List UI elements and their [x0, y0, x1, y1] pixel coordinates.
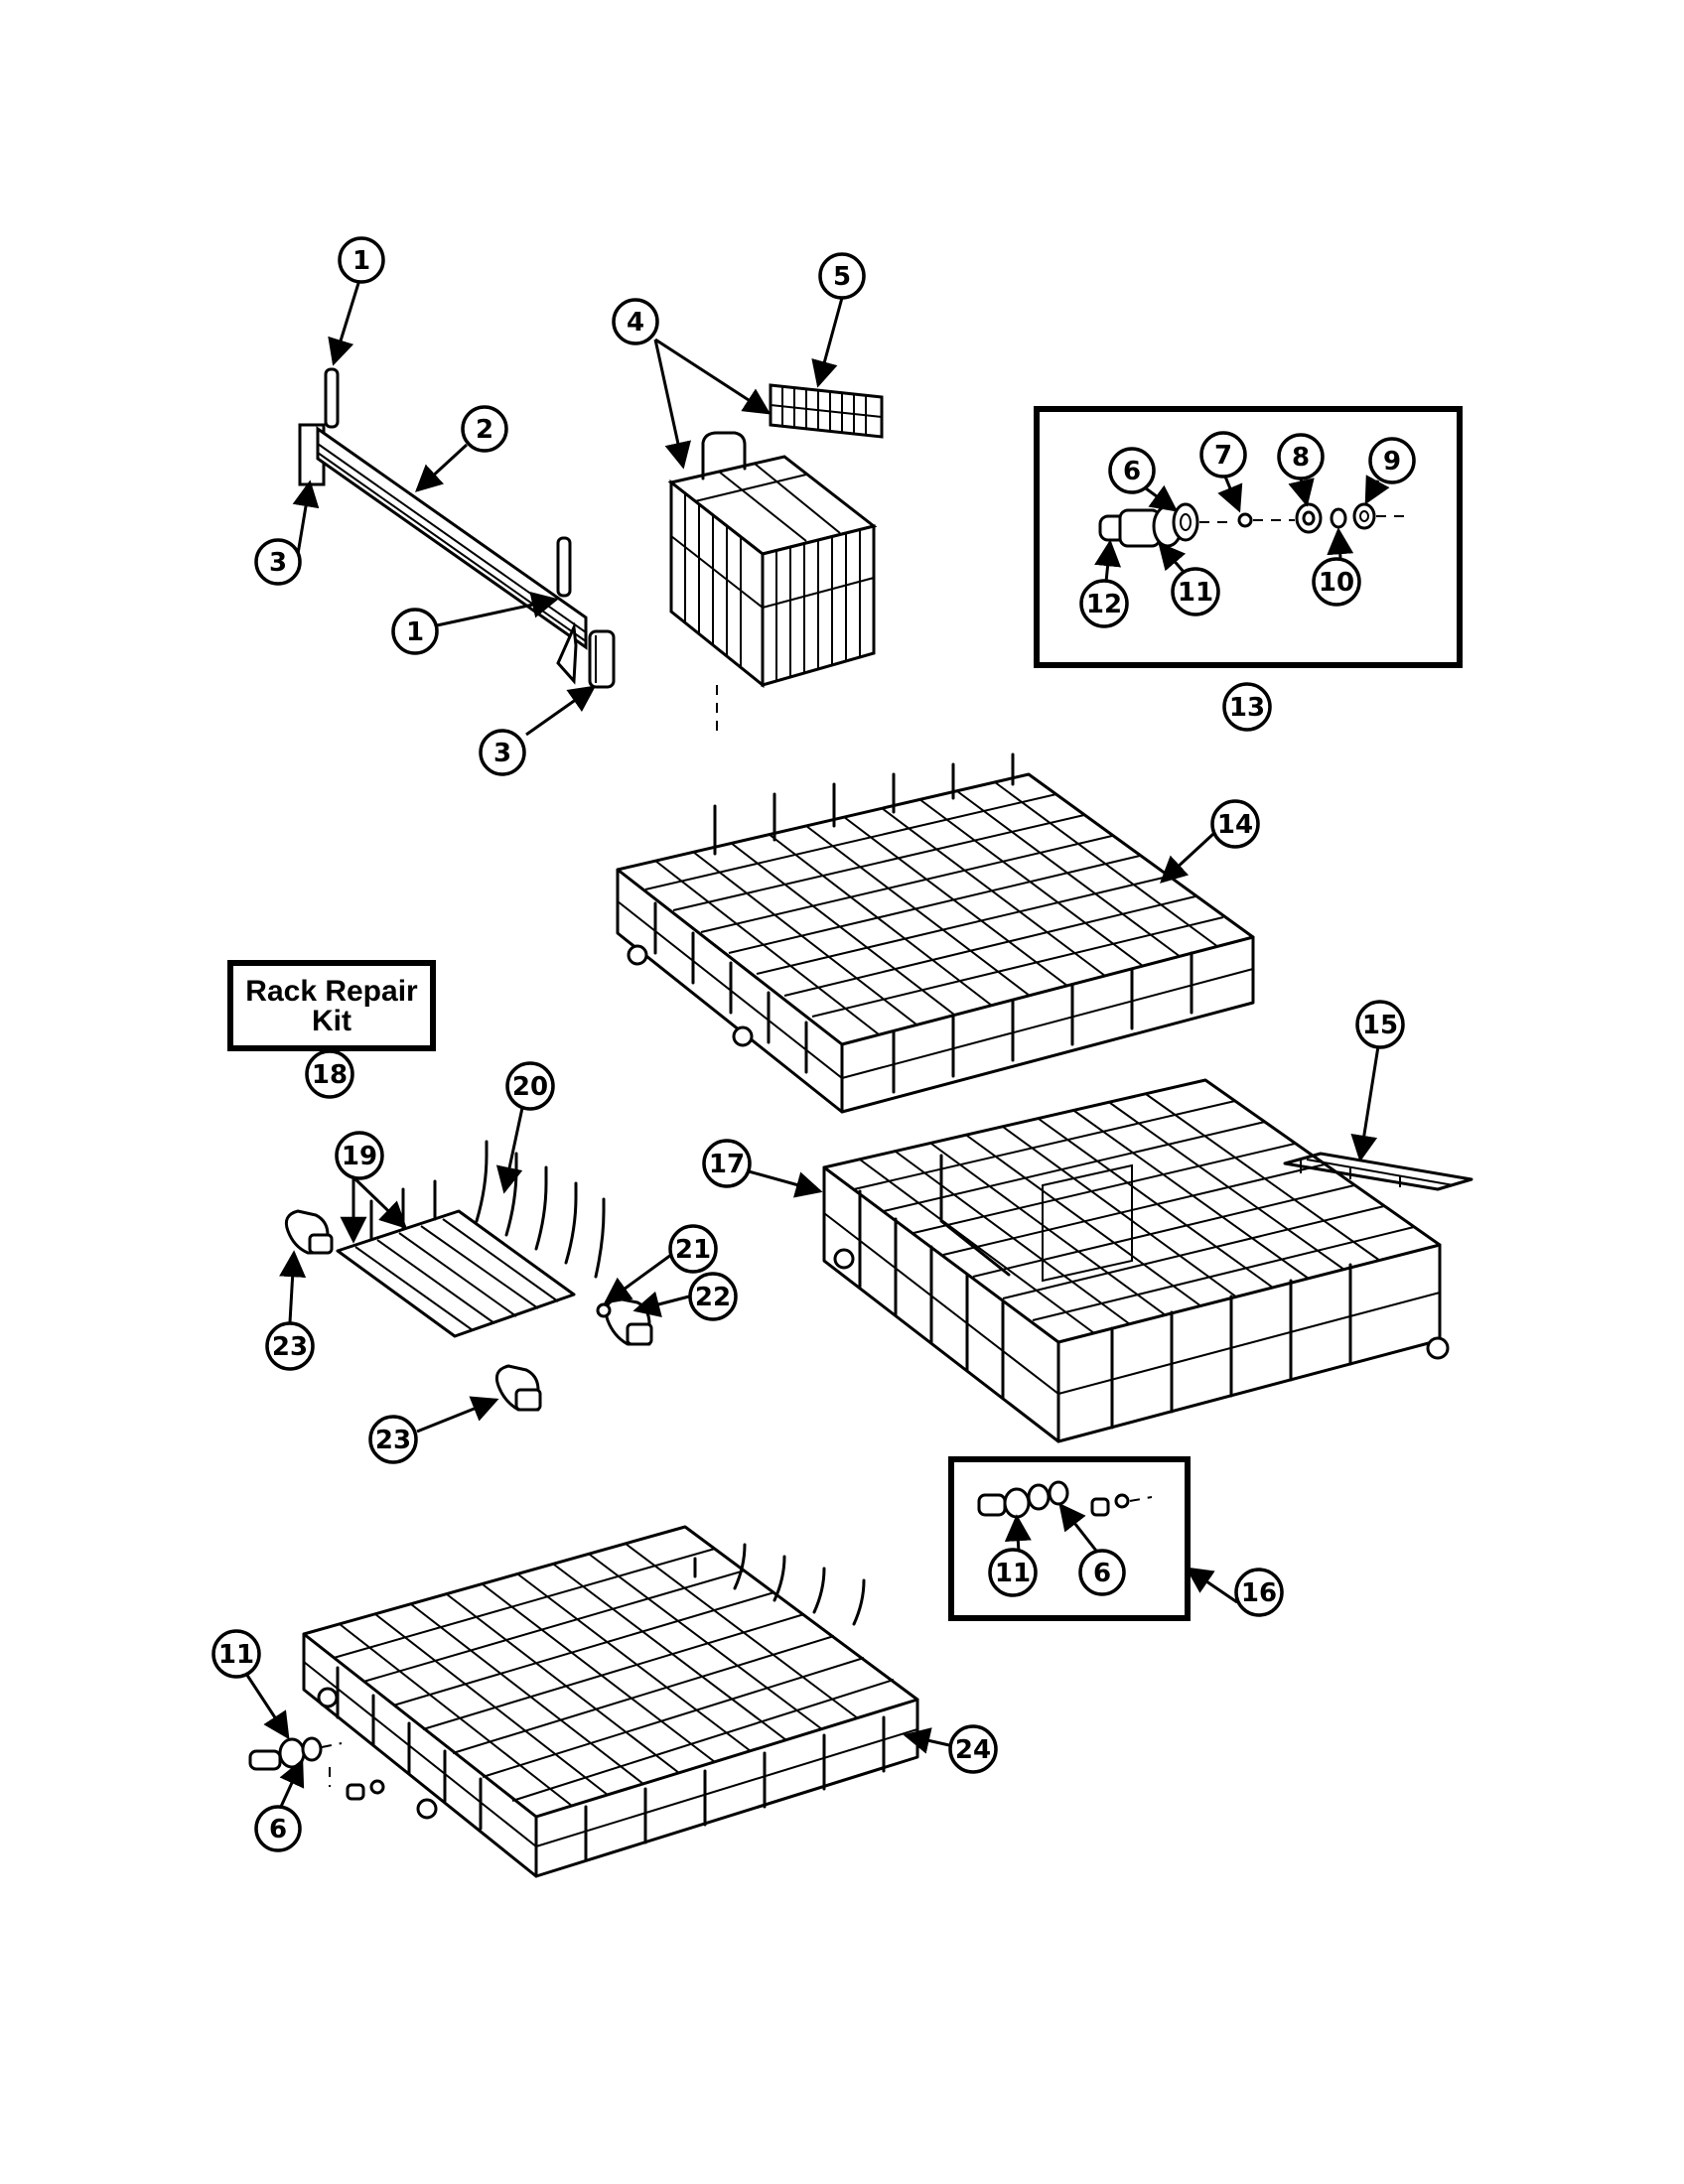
- callout-label: 18: [312, 1060, 348, 1090]
- upper-rack: [616, 752, 1255, 1114]
- callout-10: 10: [1312, 557, 1361, 607]
- rack-repair-kit-line1: Rack Repair: [245, 975, 418, 1008]
- callout-8: 8: [1277, 433, 1325, 480]
- callout-6: 6: [1108, 447, 1156, 494]
- callout-label: 4: [627, 308, 644, 338]
- callout-label: 16: [1241, 1578, 1277, 1608]
- callout-label: 1: [352, 246, 370, 276]
- callout-21: 21: [668, 1224, 718, 1274]
- lower-rack: [248, 1525, 919, 1878]
- callout-label: 3: [269, 548, 287, 578]
- silverware-basket: [667, 383, 884, 733]
- callout-label: 11: [1178, 578, 1213, 608]
- callout-label: 7: [1214, 441, 1232, 471]
- callout-label: 23: [272, 1332, 308, 1362]
- callout-11: 11: [988, 1548, 1038, 1597]
- callout-label: 6: [269, 1815, 287, 1844]
- rack-repair-kit-box: Rack Repair Kit: [227, 960, 436, 1051]
- callout-label: 9: [1383, 447, 1401, 477]
- inset-box-16: [948, 1456, 1191, 1621]
- callout-7: 7: [1199, 431, 1247, 478]
- rack-rail-assembly: [298, 367, 616, 689]
- callout-9: 9: [1368, 437, 1416, 484]
- middle-rack: [822, 1078, 1474, 1443]
- callout-17: 17: [702, 1139, 752, 1188]
- callout-13: 13: [1222, 682, 1272, 732]
- callout-label: 6: [1123, 457, 1141, 486]
- callout-label: 11: [995, 1559, 1031, 1588]
- callout-6: 6: [254, 1805, 302, 1852]
- callout-20: 20: [505, 1061, 555, 1111]
- callout-label: 12: [1086, 590, 1122, 619]
- callout-label: 14: [1217, 810, 1253, 840]
- callout-18: 18: [305, 1049, 354, 1099]
- callout-label: 2: [476, 415, 493, 445]
- callout-22: 22: [688, 1272, 738, 1321]
- callout-label: 19: [342, 1142, 377, 1171]
- callout-3: 3: [479, 729, 526, 776]
- callout-3: 3: [254, 538, 302, 586]
- callout-label: 11: [218, 1640, 254, 1670]
- leader-lines: [244, 279, 1390, 1810]
- callout-12: 12: [1079, 579, 1129, 628]
- inset-box-13: [1034, 406, 1463, 668]
- callout-label: 24: [955, 1735, 991, 1765]
- callout-2: 2: [461, 405, 508, 453]
- callout-label: 5: [833, 262, 851, 292]
- callout-label: 3: [493, 739, 511, 768]
- callout-label: 20: [512, 1072, 548, 1102]
- callout-4: 4: [612, 298, 659, 345]
- callout-label: 21: [675, 1235, 711, 1265]
- callout-1: 1: [391, 608, 439, 655]
- rack-repair-kit-parts: [284, 1140, 653, 1412]
- callout-label: 22: [695, 1283, 731, 1312]
- callout-1: 1: [338, 236, 385, 284]
- callout-label: 1: [406, 617, 424, 647]
- callout-23: 23: [265, 1321, 315, 1371]
- callout-16: 16: [1234, 1568, 1284, 1617]
- callout-label: 8: [1292, 443, 1310, 473]
- callout-label: 10: [1319, 568, 1354, 598]
- callout-24: 24: [948, 1724, 998, 1774]
- callout-15: 15: [1355, 1000, 1405, 1049]
- callout-6: 6: [1078, 1549, 1126, 1596]
- rack-repair-kit-line2: Kit: [312, 1005, 351, 1037]
- callout-11: 11: [211, 1629, 261, 1679]
- callout-14: 14: [1210, 799, 1260, 849]
- callout-19: 19: [335, 1131, 384, 1180]
- callout-5: 5: [818, 252, 866, 300]
- callout-label: 13: [1229, 693, 1265, 723]
- callout-label: 15: [1362, 1011, 1398, 1040]
- callout-11: 11: [1171, 567, 1220, 616]
- callout-label: 6: [1093, 1559, 1111, 1588]
- callout-23: 23: [368, 1415, 418, 1464]
- callout-label: 23: [375, 1426, 411, 1455]
- callout-label: 17: [709, 1150, 745, 1179]
